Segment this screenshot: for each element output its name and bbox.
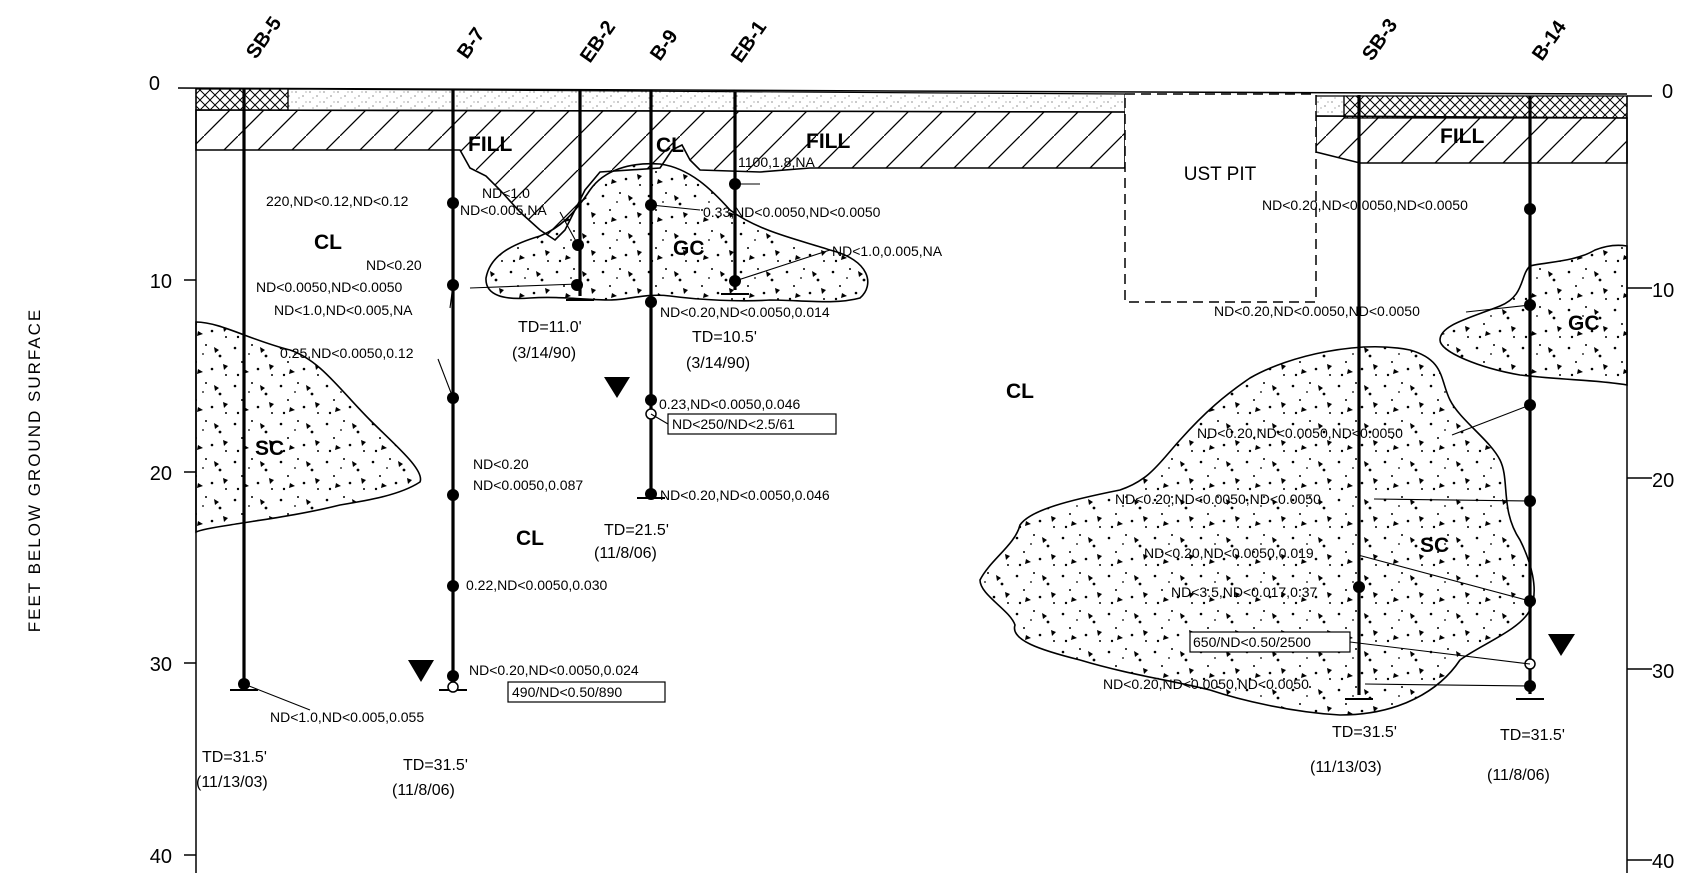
right-tick-30: 30 [1652, 661, 1674, 683]
sample-eb1-1: 1100,1.8,NA [738, 154, 815, 170]
soil-label-cl-left: CL [314, 231, 342, 254]
soil-label-fill-1: FILL [468, 133, 512, 156]
soil-label-sc-left: SC [255, 437, 284, 460]
td-eb-2: TD=11.0' [518, 319, 582, 336]
boring-name-b-7: B-7 [453, 24, 490, 63]
date-b-14: (11/8/06) [1487, 767, 1550, 784]
sample-b14-3: ND<0.20,ND<0.0050,ND<0.0050 [1197, 425, 1403, 441]
soil-label-cl-center: CL [516, 527, 544, 550]
sample-b14-1: ND<0.20,ND<0.0050,ND<0.0050 [1262, 197, 1468, 213]
sample-b14-7: ND<0.20,ND<0.0050,ND<0.0050 [1103, 676, 1309, 692]
sample-b7-2b: ND<0.0050,ND<0.0050 [256, 279, 403, 295]
boring-name-b-9: B-9 [646, 26, 683, 65]
soil-label-fill-2: FILL [806, 130, 850, 153]
date-eb-1: (3/14/90) [686, 355, 750, 372]
axis-title: FEET BELOW GROUND SURFACE [25, 308, 44, 633]
left-tick-40: 40 [150, 846, 172, 868]
water-table-b7 [408, 660, 434, 682]
td-sb-3: TD=31.5' [1332, 724, 1397, 741]
sample-b9-4: ND<0.20,ND<0.0050,0.046 [660, 487, 830, 503]
sample-b7-5: 0.22,ND<0.0050,0.030 [466, 577, 607, 593]
sample-b9-1: 0.33,ND<0.0050,ND<0.0050 [703, 204, 881, 220]
sample-b9-groundwater: ND<250/ND<2.5/61 [672, 416, 795, 432]
boring-name-sb-3: SB-3 [1358, 15, 1402, 65]
right-depth-axis: 0 10 20 30 40 [1626, 81, 1674, 873]
date-sb-3: (11/13/03) [1310, 759, 1382, 776]
td-eb-1: TD=10.5' [692, 329, 757, 346]
sample-b14-5: ND<0.20,ND<0.0050,0.019 [1144, 545, 1314, 561]
boring-eb-1 [721, 92, 749, 295]
right-tick-20: 20 [1652, 470, 1674, 492]
soil-label-sc-right: SC [1420, 534, 1449, 557]
right-tick-0: 0 [1662, 81, 1673, 103]
sample-eb2-3: ND<1.0,ND<0.005,NA [274, 302, 413, 318]
sample-b14-groundwater: 650/ND<0.50/2500 [1193, 634, 1311, 650]
sample-b9-3: 0.23,ND<0.0050,0.046 [659, 396, 800, 412]
boring-sb-3 [1345, 95, 1373, 700]
fill-layer [195, 109, 1628, 242]
sample-eb2-1: ND<1.0 [482, 185, 530, 201]
sample-b7-4a: ND<0.20 [473, 456, 529, 472]
right-tick-10: 10 [1652, 280, 1674, 302]
sample-b7-6: ND<0.20,ND<0.0050,0.024 [469, 662, 639, 678]
left-tick-30: 30 [150, 654, 172, 676]
boring-name-b-14: B-14 [1528, 16, 1571, 65]
leader-lines [243, 183, 1531, 711]
surface-cover [195, 88, 1628, 119]
sample-b7-groundwater: 490/ND<0.50/890 [512, 684, 622, 700]
date-sb-5: (11/13/03) [196, 774, 268, 791]
td-b-7: TD=31.5' [403, 757, 468, 774]
sample-b7-3: 0.25,ND<0.0050,0.12 [280, 345, 414, 361]
td-b-14: TD=31.5' [1500, 727, 1565, 744]
left-depth-axis: 0 10 20 30 40 [149, 73, 197, 873]
soil-label-gc-center: GC [673, 237, 705, 260]
sample-b7-1: 220,ND<0.12,ND<0.12 [266, 193, 409, 209]
sample-b7-2a: ND<0.20 [366, 257, 422, 273]
left-tick-20: 20 [150, 463, 172, 485]
gc-lens-right [1439, 244, 1628, 386]
soil-label-fill-3: FILL [1440, 125, 1484, 148]
soil-label-cl-fill: CL [656, 134, 684, 157]
boring-b-7 [439, 90, 467, 693]
date-b-9: (11/8/06) [594, 545, 657, 562]
ust-pit-label: UST PIT [1184, 164, 1257, 185]
date-b-7: (11/8/06) [392, 782, 455, 799]
soil-label-gc-right: GC [1568, 312, 1600, 335]
sample-sb5-1: ND<1.0,ND<0.005,0.055 [270, 709, 424, 725]
sample-b14-6: ND<3.5,ND<0.017,0.37 [1171, 584, 1318, 600]
sample-b14-4: ND<0.20,ND<0.0050,ND<0.0050 [1115, 491, 1321, 507]
boring-name-eb-2: EB-2 [576, 17, 620, 67]
water-table-b9 [604, 377, 630, 398]
sample-b7-4b: ND<0.0050,0.087 [473, 477, 583, 493]
left-tick-10: 10 [150, 271, 172, 293]
left-tick-0: 0 [149, 73, 160, 95]
td-sb-5: TD=31.5' [202, 749, 267, 766]
ust-pit: UST PIT [1124, 93, 1317, 303]
soil-label-cl-right: CL [1006, 380, 1034, 403]
sc-lens-left [195, 321, 422, 534]
sample-eb2-2: ND<0.005,NA [460, 202, 547, 218]
water-table-b14 [1548, 634, 1575, 656]
boring-name-sb-5: SB-5 [242, 13, 286, 63]
sample-b9-2: ND<0.20,ND<0.0050,0.014 [660, 304, 830, 320]
sample-b14-2: ND<0.20,ND<0.0050,ND<0.0050 [1214, 303, 1420, 319]
sc-lens-right [979, 346, 1535, 716]
ground-surface [177, 87, 1628, 95]
right-tick-40: 40 [1652, 851, 1674, 873]
boring-name-eb-1: EB-1 [727, 17, 771, 67]
sample-eb1-2: ND<1.0,0.005,NA [832, 243, 943, 259]
date-eb-2: (3/14/90) [512, 345, 576, 362]
td-b-9: TD=21.5' [604, 522, 669, 539]
